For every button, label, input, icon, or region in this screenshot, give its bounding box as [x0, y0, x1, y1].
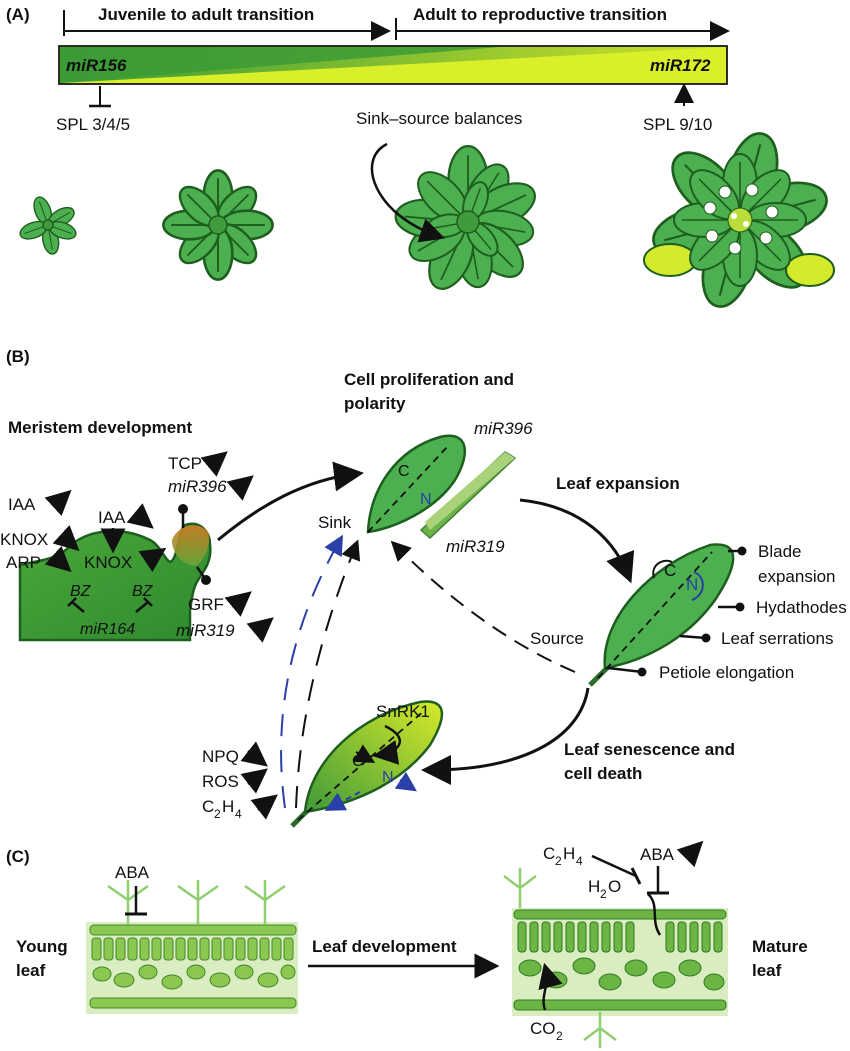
svg-text:2: 2 [556, 1029, 563, 1043]
svg-text:H: H [222, 797, 234, 816]
proliferation-title-2: polarity [344, 394, 406, 413]
svg-text:4: 4 [235, 807, 242, 821]
nitrogen-flow-arrow [280, 534, 343, 809]
carbon-flow-arrow [295, 539, 361, 809]
spl-910-label: SPL 9/10 [643, 115, 712, 134]
mir396-bar-label: miR396 [474, 419, 533, 438]
panel-c: (C) [6, 840, 808, 1048]
young-leaf: C N [366, 434, 467, 534]
aba-label-mature: ABA [640, 845, 675, 864]
ros-label: ROS [202, 772, 239, 791]
sink-source-arrow [370, 142, 446, 243]
serrations-label: Leaf serrations [721, 629, 833, 648]
development-arrow [217, 461, 364, 542]
co2-label: CO 2 [530, 1019, 563, 1043]
senescence-arrow [421, 687, 590, 785]
rosette-flowering [643, 126, 835, 314]
expansion-title: Leaf expansion [556, 474, 680, 493]
young-leaf-section [86, 880, 298, 1014]
phase-juvenile-label: Juvenile to adult transition [98, 5, 314, 24]
panel-c-label: (C) [6, 847, 30, 866]
blade-label-2: expansion [758, 567, 836, 586]
panel-a: (A) Juvenile to adult transition Adult t… [6, 5, 835, 314]
svg-text:H: H [588, 877, 600, 896]
development-label: Leaf development [312, 937, 457, 956]
mir164-label: miR164 [80, 621, 135, 638]
iaa-label-center: IAA [98, 508, 126, 527]
panel-a-label: (A) [6, 5, 30, 24]
bz-label-right: BZ [132, 583, 154, 600]
svg-text:C: C [202, 797, 214, 816]
young-leaf-n: N [420, 491, 432, 508]
young-leaf-c: C [398, 463, 410, 480]
snrk1-label: SnRK1 [376, 702, 430, 721]
mature-leaf-c: C [664, 561, 676, 580]
young-leaf-label-2: leaf [16, 961, 46, 980]
mir396-label: miR396 [168, 477, 227, 496]
svg-text:2: 2 [555, 854, 562, 868]
npq-label: NPQ [202, 747, 239, 766]
mir156-label: miR156 [66, 56, 127, 75]
mir172-label: miR172 [650, 56, 711, 75]
grf-label: GRF [188, 595, 224, 614]
mature-leaf-n: N [686, 575, 698, 594]
svg-text:2: 2 [600, 887, 607, 901]
senescing-leaf-n: N [382, 769, 394, 786]
c2h4-label-c: C 2 H 4 [543, 844, 583, 868]
knox-label-center: KNOX [84, 553, 132, 572]
panel-b-label: (B) [6, 347, 30, 366]
mature-leaf: C N [588, 543, 735, 687]
young-leaf-label-1: Young [16, 937, 68, 956]
svg-text:4: 4 [576, 854, 583, 868]
source-sink-dashed-arrow [390, 540, 576, 673]
panel-b: (B) Meristem development IAA KNOX ARP IA… [0, 347, 847, 828]
bz-label-left: BZ [70, 583, 92, 600]
proliferation-title-1: Cell proliferation and [344, 370, 514, 389]
aba-label-young: ABA [115, 863, 150, 882]
meristem-title: Meristem development [8, 418, 193, 437]
source-label: Source [530, 629, 584, 648]
rosette-juvenile [162, 169, 274, 281]
mir319-label: miR319 [176, 621, 235, 640]
knox-label-left: KNOX [0, 530, 48, 549]
flower-cluster [703, 183, 779, 255]
svg-text:C: C [543, 844, 555, 863]
senescence-title-1: Leaf senescence and [564, 740, 735, 759]
spl-345-label: SPL 3/4/5 [56, 115, 130, 134]
petiole-label: Petiole elongation [659, 663, 794, 682]
svg-text:O: O [608, 877, 621, 896]
mature-leaf-label-1: Mature [752, 937, 808, 956]
mature-leaf-section [503, 868, 728, 1048]
arp-label: ARP [6, 553, 41, 572]
mature-leaf-label-2: leaf [752, 961, 782, 980]
hydathodes-label: Hydathodes [756, 598, 847, 617]
c2h4-label-b: C 2 H 4 [202, 797, 242, 821]
sink-label: Sink [318, 513, 352, 532]
svg-text:2: 2 [214, 807, 221, 821]
tcp-label: TCP [168, 454, 202, 473]
sink-source-label: Sink–source balances [356, 109, 522, 128]
phase-reproductive-label: Adult to reproductive transition [413, 5, 667, 24]
iaa-label-left: IAA [8, 495, 36, 514]
rosette-adult [392, 144, 543, 297]
senescence-title-2: cell death [564, 764, 642, 783]
expansion-arrow [519, 498, 635, 584]
svg-text:CO: CO [530, 1019, 556, 1038]
svg-text:H: H [563, 844, 575, 863]
mir319-bar-label: miR319 [446, 537, 505, 556]
blade-label-1: Blade [758, 542, 801, 561]
rosette-seedling [17, 194, 79, 256]
h2o-label: H 2 O [588, 877, 621, 901]
